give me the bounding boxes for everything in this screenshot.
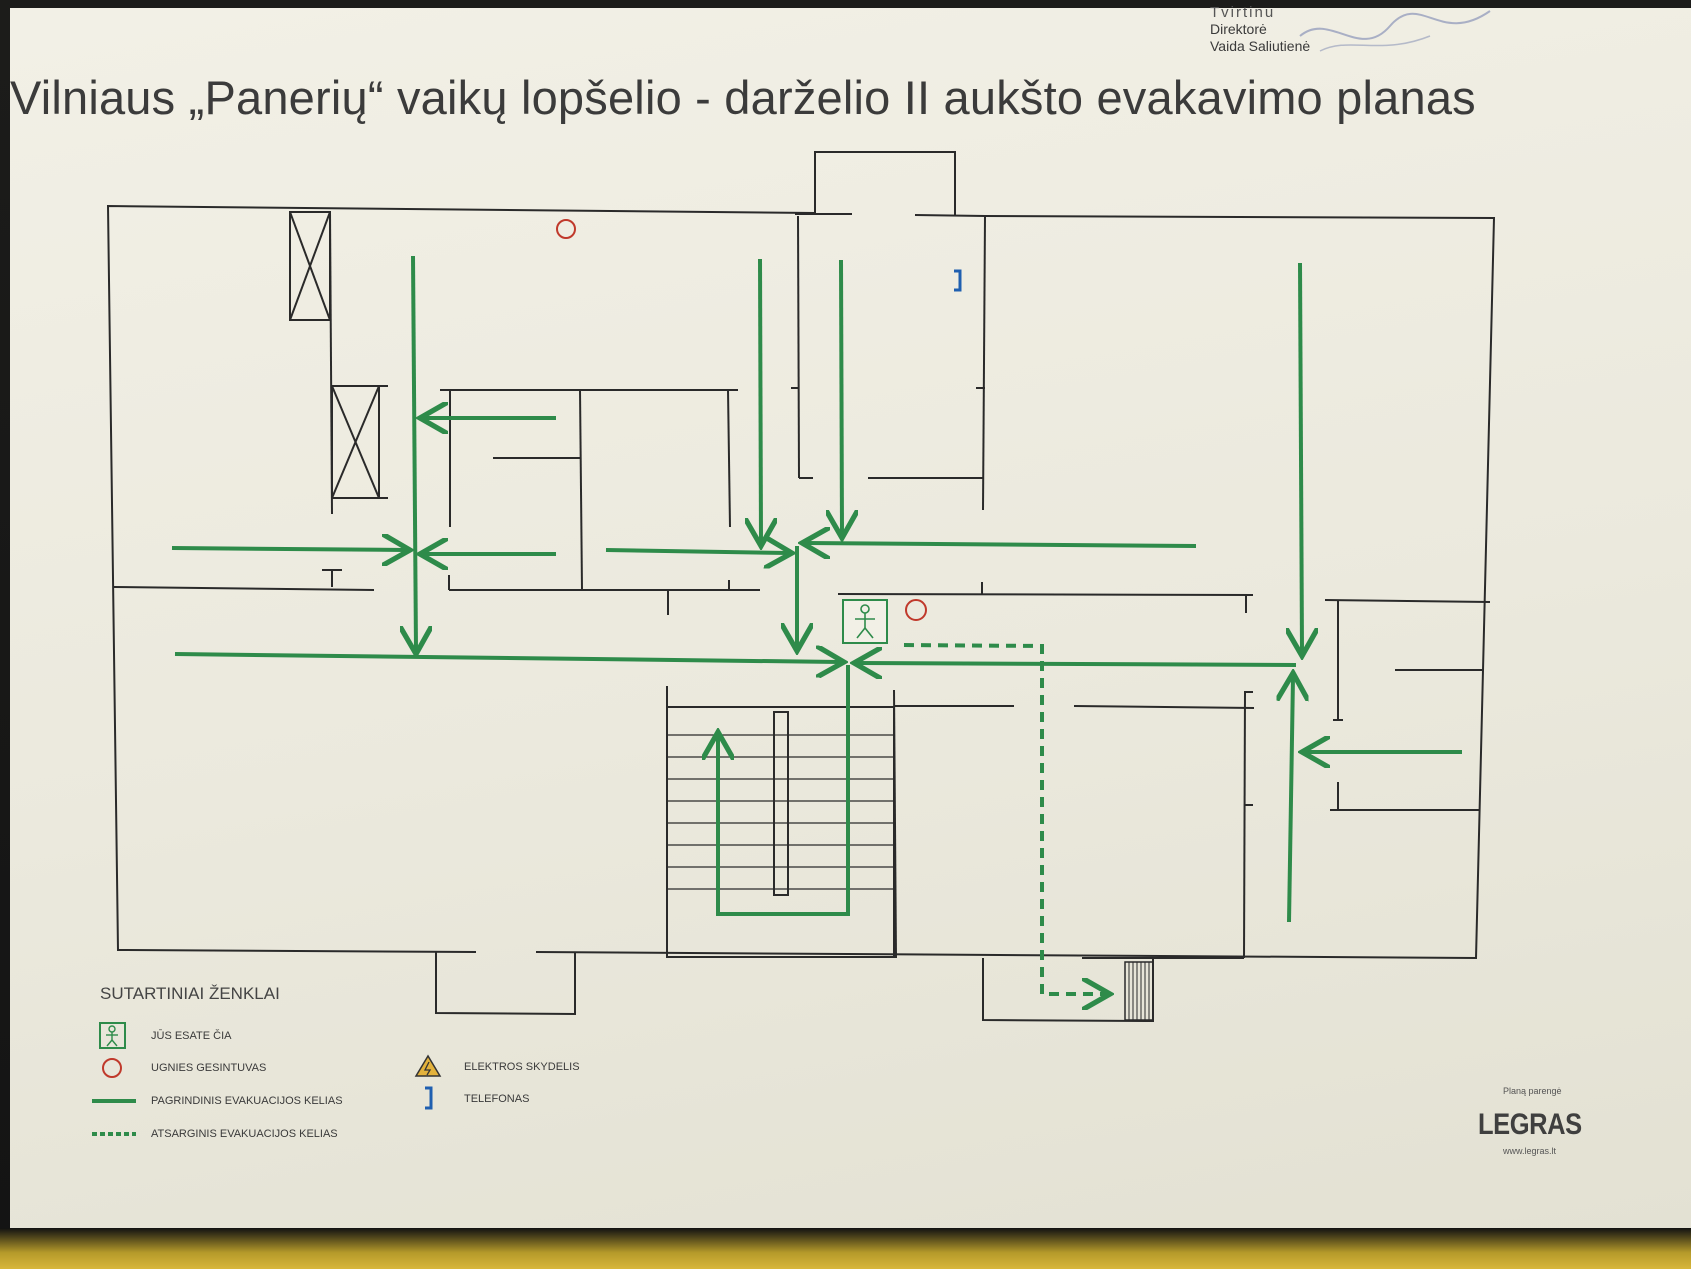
legend-heading: SUTARTINIAI ŽENKLAI (100, 984, 280, 1003)
legend-backup-route: ATSARGINIS EVAKUACIJOS KELIAS (151, 1128, 338, 1140)
approval-stamp: Tvirtinu Direktorė Vaida Saliutienė (1210, 4, 1310, 55)
extinguisher-icon (556, 219, 576, 239)
backup-evacuation-route (903, 643, 1106, 994)
main-evacuation-routes (171, 255, 1462, 923)
plan-title: Vilniaus „Panerių“ vaikų lopšelio - darž… (10, 71, 1476, 124)
phone-icon (954, 269, 962, 292)
legend-electrical-panel: ELEKTROS SKYDELIS (464, 1061, 580, 1073)
you-are-here-marker (842, 599, 888, 644)
approval-line-2: Direktorė (1210, 21, 1267, 37)
approval-line-3: Vaida Saliutienė (1210, 38, 1311, 54)
approval-line-1: Tvirtinu (1210, 4, 1276, 21)
legend-main-route: PAGRINDINIS EVAKUACIJOS KELIAS (151, 1095, 343, 1107)
legend-you-are-here: JŪS ESATE ČIA (151, 1030, 232, 1042)
signature (1299, 10, 1491, 52)
walls (106, 151, 1496, 1023)
extinguisher-icon (905, 599, 927, 621)
legend-phone: TELEFONAS (464, 1093, 530, 1105)
brand-logo: LEGRAS (1478, 1108, 1582, 1141)
brand-url: www.legras.lt (1503, 1146, 1557, 1156)
fire-extinguishers (556, 219, 927, 621)
wall-background (0, 1228, 1691, 1269)
legend-extinguisher: UGNIES GESINTUVAS (151, 1062, 267, 1074)
legend-symbols (92, 1022, 442, 1136)
brand-prepared-by: Planą parengė (1503, 1086, 1562, 1096)
